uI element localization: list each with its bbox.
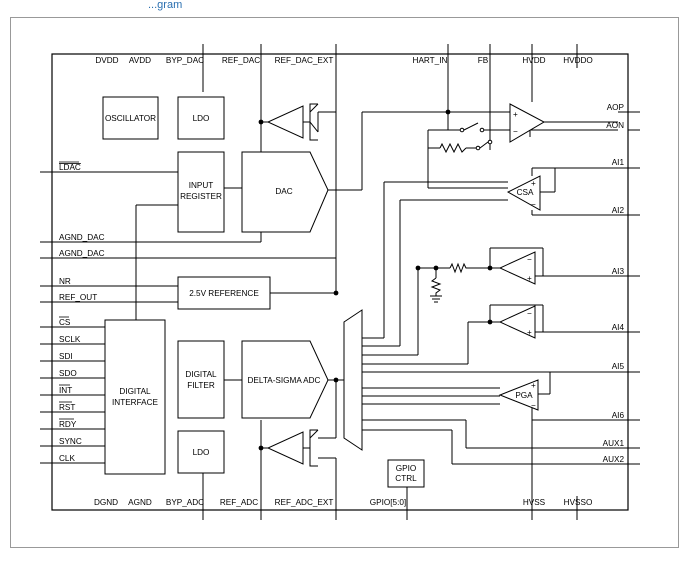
delta-sigma-adc-block: DELTA-SIGMA ADC [241, 340, 329, 419]
pin-sdi: SDI [59, 352, 73, 361]
pin-aux1: AUX1 [603, 439, 625, 448]
pin-gpio: GPIO[5:0] [370, 498, 406, 507]
svg-text:FILTER: FILTER [187, 381, 215, 390]
dac-ref-buffer [266, 103, 319, 141]
pin-agnd-dac-1: AGND_DAC [59, 233, 105, 242]
svg-text:INPUT: INPUT [189, 181, 214, 190]
pin-ldac: LDAC [59, 163, 81, 172]
pin-hart-in: HART_IN [413, 56, 448, 65]
oscillator-block: OSCILLATOR [102, 96, 159, 140]
pin-ref-out: REF_OUT [59, 293, 97, 302]
svg-text:+: + [513, 110, 518, 119]
pin-sclk: SCLK [59, 335, 81, 344]
svg-text:−: − [531, 401, 536, 410]
svg-text:LDO: LDO [193, 114, 210, 123]
chip-outline [51, 53, 629, 511]
ldo-dac-block: LDO [177, 96, 225, 140]
ai4-buffer-amplifier: − + [498, 305, 536, 339]
svg-text:REGISTER: REGISTER [180, 192, 222, 201]
ai3-buffer-amplifier: − + [498, 251, 536, 285]
pin-aon: AON [606, 121, 624, 130]
svg-text:−: − [527, 309, 532, 318]
pin-sync: SYNC [59, 437, 82, 446]
pin-ref-dac: REF_DAC [222, 56, 260, 65]
pin-dvdd: DVDD [95, 56, 118, 65]
reference-block: 2.5V REFERENCE [177, 276, 271, 310]
pin-hvss: HVSS [523, 498, 546, 507]
pin-dgnd: DGND [94, 498, 118, 507]
pin-aux2: AUX2 [603, 455, 625, 464]
resistor-ground [430, 277, 442, 296]
pin-sdo: SDO [59, 369, 77, 378]
pin-agnd: AGND [128, 498, 152, 507]
pin-nr: NR [59, 277, 71, 286]
svg-text:LDO: LDO [193, 448, 210, 457]
svg-text:DAC: DAC [275, 187, 292, 196]
pga-amplifier: PGA + − [498, 379, 539, 411]
svg-text:DELTA-SIGMA ADC: DELTA-SIGMA ADC [248, 376, 321, 385]
svg-text:+: + [531, 179, 536, 188]
pin-ai2: AI2 [612, 206, 625, 215]
pin-byp-adc: BYP_ADC [166, 498, 204, 507]
pin-byp-dac: BYP_DAC [166, 56, 204, 65]
svg-text:GPIO: GPIO [396, 464, 416, 473]
svg-text:2.5V REFERENCE: 2.5V REFERENCE [189, 289, 259, 298]
gpio-ctrl-block: GPIO CTRL [387, 459, 425, 488]
pin-ref-dac-ext: REF_DAC_EXT [275, 56, 334, 65]
junction-dots [258, 109, 493, 451]
pin-hvsso: HVSSO [564, 498, 593, 507]
pin-aop: AOP [607, 103, 625, 112]
right-pin-stubs [628, 111, 640, 465]
digital-interface-block: DIGITAL INTERFACE [104, 319, 166, 475]
dac-block: DAC [241, 151, 329, 233]
input-register-block: INPUT REGISTER [177, 151, 225, 233]
adc-ref-buffer [266, 429, 319, 467]
pin-ai5: AI5 [612, 362, 625, 371]
pin-ref-adc-ext: REF_ADC_EXT [275, 498, 334, 507]
pin-ai1: AI1 [612, 158, 625, 167]
ground-icon [430, 295, 442, 303]
svg-text:DIGITAL: DIGITAL [185, 370, 217, 379]
svg-text:INTERFACE: INTERFACE [112, 398, 158, 407]
csa-amplifier: CSA + − [506, 175, 541, 211]
pin-cs: CS [59, 318, 71, 327]
resistor-fb [439, 142, 467, 154]
pin-hvdd: HVDD [522, 56, 545, 65]
digital-filter-block: DIGITAL FILTER [177, 340, 225, 419]
pin-fb: FB [478, 56, 489, 65]
svg-text:CTRL: CTRL [395, 474, 417, 483]
pin-agnd-dac-2: AGND_DAC [59, 249, 105, 258]
svg-text:−: − [527, 255, 532, 264]
svg-text:+: + [531, 381, 536, 390]
svg-text:OSCILLATOR: OSCILLATOR [105, 114, 156, 123]
input-multiplexer [343, 309, 363, 451]
resistor-ai3 [449, 262, 468, 274]
pin-ai3: AI3 [612, 267, 625, 276]
pin-clk: CLK [59, 454, 75, 463]
pin-ai6: AI6 [612, 411, 625, 420]
svg-text:DIGITAL: DIGITAL [119, 387, 151, 396]
wiring [40, 44, 628, 520]
svg-text:+: + [527, 328, 532, 337]
pin-ai4: AI4 [612, 323, 625, 332]
svg-text:−: − [531, 200, 536, 209]
header-title-fragment: ...gram [148, 0, 182, 11]
svg-text:CSA: CSA [517, 188, 534, 197]
page-frame [10, 17, 679, 548]
pin-rst: RST [59, 403, 75, 412]
pin-ref-adc: REF_ADC [220, 498, 258, 507]
pin-avdd: AVDD [129, 56, 151, 65]
svg-text:+: + [527, 274, 532, 283]
pin-rdy: RDY [59, 420, 77, 429]
svg-text:PGA: PGA [515, 391, 533, 400]
output-amplifier: + − [509, 103, 546, 143]
pin-hvddo: HVDDO [563, 56, 593, 65]
svg-text:−: − [513, 127, 518, 136]
pin-int: INT [59, 386, 72, 395]
switch-contacts [459, 127, 493, 151]
ldo-adc-block: LDO [177, 430, 225, 474]
